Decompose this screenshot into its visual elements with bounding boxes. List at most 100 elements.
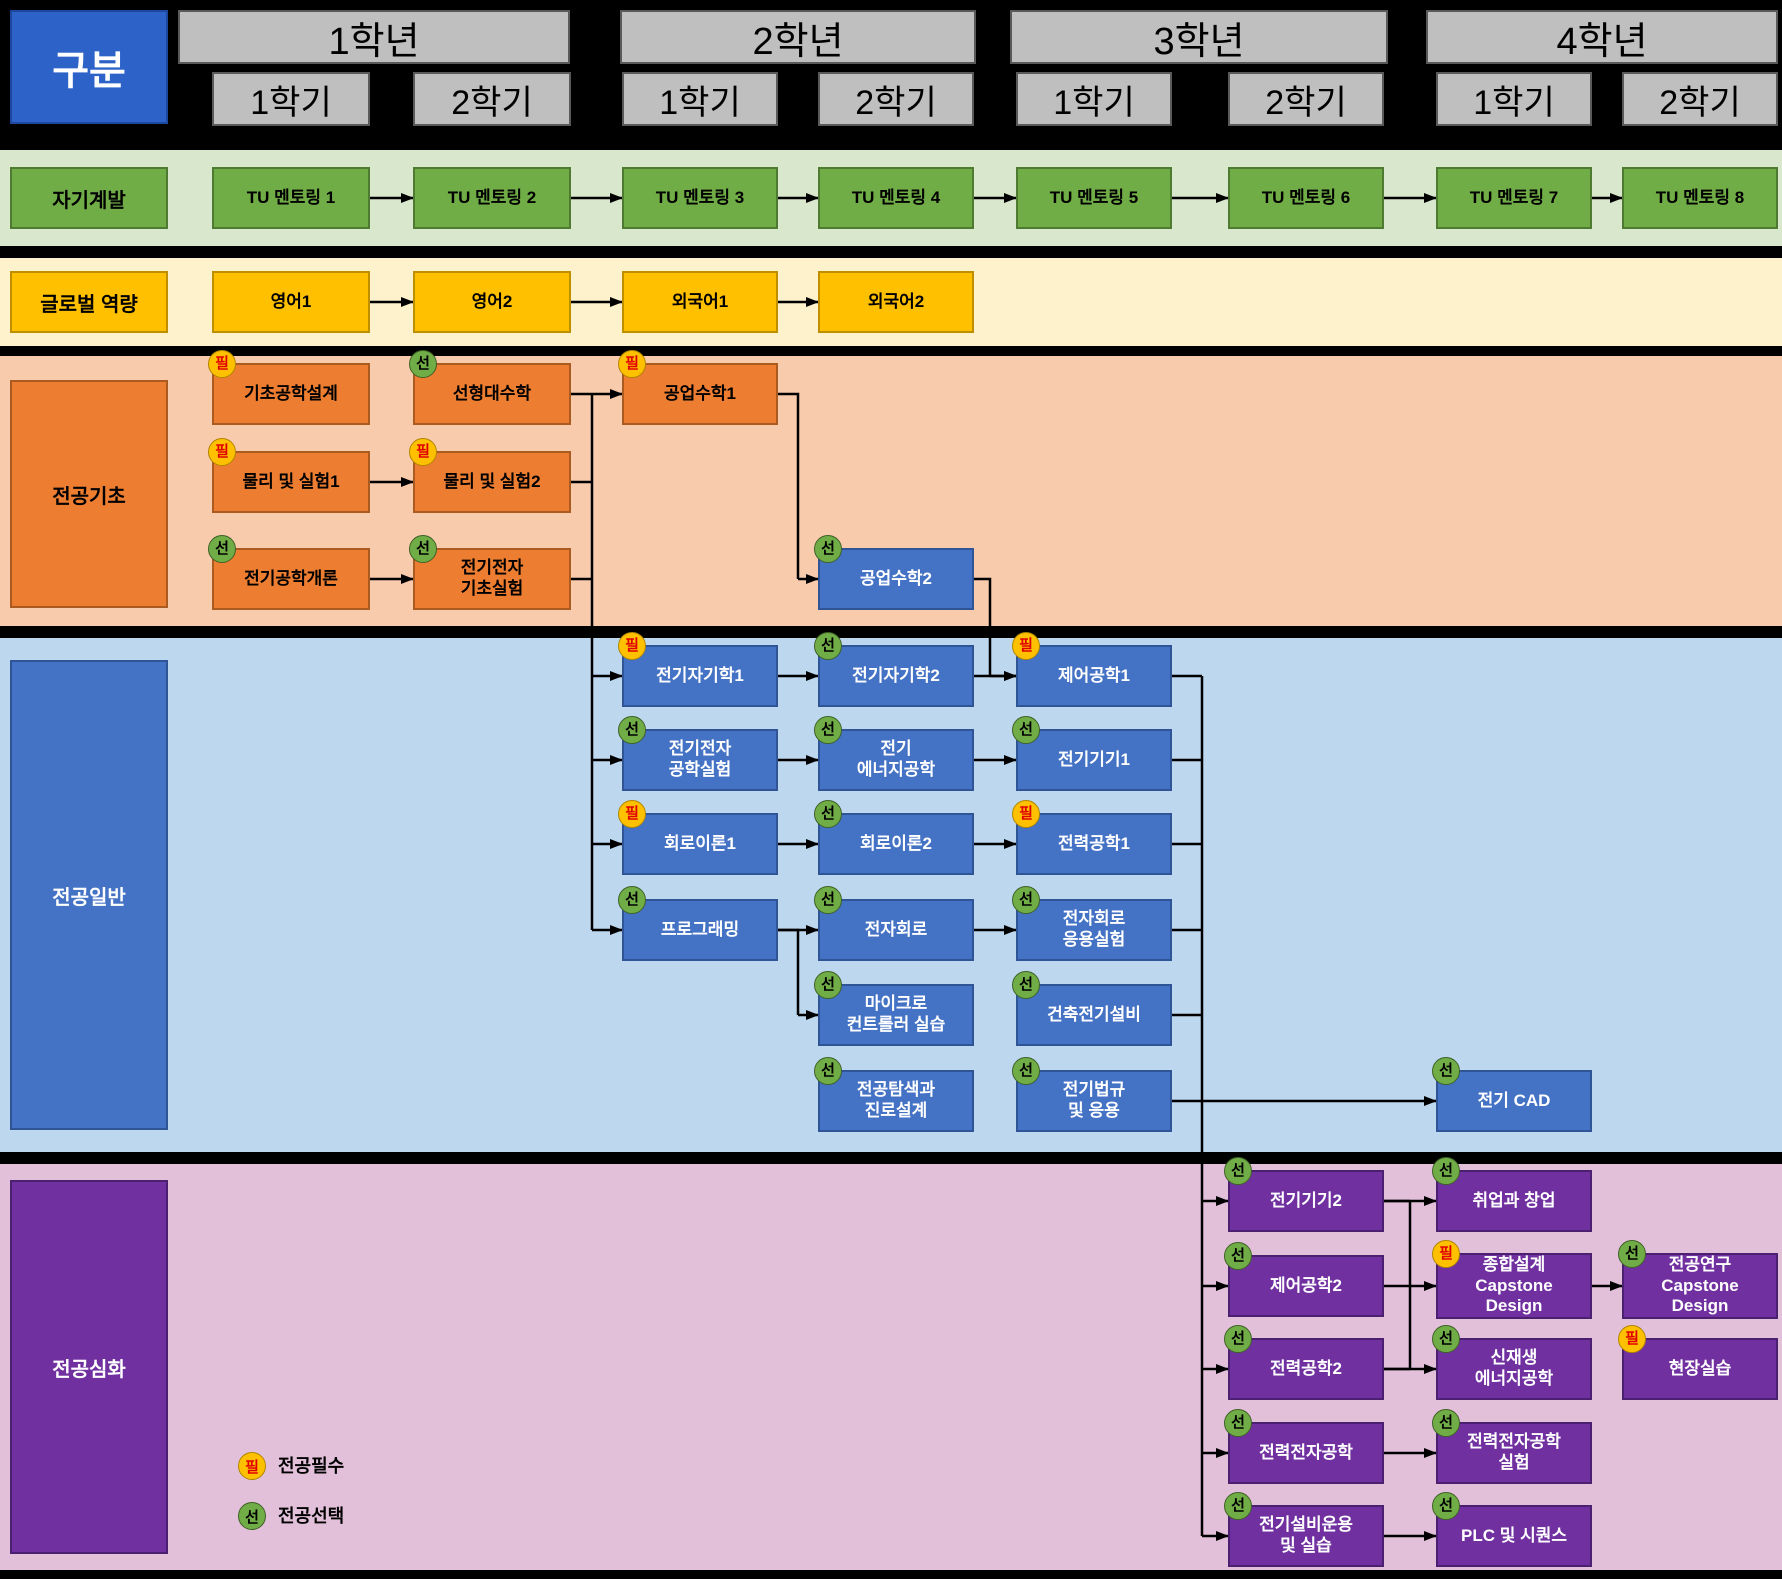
- required-badge: 필: [208, 438, 236, 466]
- semester-header-3-2: 2학기: [1228, 72, 1384, 126]
- legend-elective-badge: 선: [238, 1502, 266, 1530]
- course-english-1: 영어1: [212, 271, 370, 333]
- course-tu-mentoring-2: TU 멘토링 2: [413, 167, 571, 229]
- elective-badge: 선: [1432, 1409, 1460, 1437]
- corner-header: 구분: [10, 10, 168, 124]
- course-foreign-language-2: 외국어2: [818, 271, 974, 333]
- semester-header-4-2: 2학기: [1622, 72, 1778, 126]
- elective-badge: 선: [1432, 1325, 1460, 1353]
- elective-badge: 선: [1012, 716, 1040, 744]
- course-tu-mentoring-3: TU 멘토링 3: [622, 167, 778, 229]
- elective-badge: 선: [1224, 1157, 1252, 1185]
- semester-header-4-1: 1학기: [1436, 72, 1592, 126]
- band-major-general: [0, 638, 1782, 1152]
- course-tu-mentoring-6: TU 멘토링 6: [1228, 167, 1384, 229]
- elective-badge: 선: [1224, 1492, 1252, 1520]
- semester-header-2-2: 2학기: [818, 72, 974, 126]
- elective-badge: 선: [1432, 1057, 1460, 1085]
- elective-badge: 선: [1432, 1157, 1460, 1185]
- elective-badge: 선: [618, 886, 646, 914]
- legend-required-label: 전공필수: [278, 1456, 345, 1476]
- course-english-2: 영어2: [413, 271, 571, 333]
- elective-badge: 선: [814, 632, 842, 660]
- course-tu-mentoring-8: TU 멘토링 8: [1622, 167, 1778, 229]
- legend-elective-label: 전공선택: [278, 1506, 345, 1526]
- year-header-1: 1학년: [178, 10, 570, 64]
- elective-badge: 선: [409, 350, 437, 378]
- semester-header-3-1: 1학기: [1016, 72, 1172, 126]
- semester-header-2-1: 1학기: [622, 72, 778, 126]
- elective-badge: 선: [814, 886, 842, 914]
- elective-badge: 선: [1012, 886, 1040, 914]
- required-badge: 필: [1432, 1240, 1460, 1268]
- required-badge: 필: [1012, 800, 1040, 828]
- course-tu-mentoring-4: TU 멘토링 4: [818, 167, 974, 229]
- elective-badge: 선: [1432, 1492, 1460, 1520]
- elective-badge: 선: [409, 535, 437, 563]
- required-badge: 필: [1618, 1325, 1646, 1353]
- elective-badge: 선: [814, 716, 842, 744]
- elective-badge: 선: [1012, 1057, 1040, 1085]
- elective-badge: 선: [814, 535, 842, 563]
- track-label-self-development: 자기계발: [10, 167, 168, 229]
- elective-badge: 선: [1224, 1242, 1252, 1270]
- course-foreign-language-1: 외국어1: [622, 271, 778, 333]
- track-label-major-general: 전공일반: [10, 660, 168, 1130]
- year-header-2: 2학년: [620, 10, 976, 64]
- course-tu-mentoring-7: TU 멘토링 7: [1436, 167, 1592, 229]
- corner-header-label: 구분: [52, 49, 126, 93]
- required-badge: 필: [208, 350, 236, 378]
- elective-badge: 선: [1224, 1325, 1252, 1353]
- semester-header-1-1: 1학기: [212, 72, 370, 126]
- elective-badge: 선: [1224, 1409, 1252, 1437]
- elective-badge: 선: [208, 535, 236, 563]
- elective-badge: 선: [618, 716, 646, 744]
- track-label-major-basic: 전공기초: [10, 380, 168, 608]
- legend-required-badge: 필: [238, 1452, 266, 1480]
- elective-badge: 선: [814, 800, 842, 828]
- elective-badge: 선: [1618, 1240, 1646, 1268]
- track-label-major-advanced: 전공심화: [10, 1180, 168, 1554]
- required-badge: 필: [618, 350, 646, 378]
- elective-badge: 선: [814, 971, 842, 999]
- elective-badge: 선: [1012, 971, 1040, 999]
- elective-badge: 선: [814, 1057, 842, 1085]
- semester-header-1-2: 2학기: [413, 72, 571, 126]
- track-label-global-competency: 글로벌 역량: [10, 271, 168, 333]
